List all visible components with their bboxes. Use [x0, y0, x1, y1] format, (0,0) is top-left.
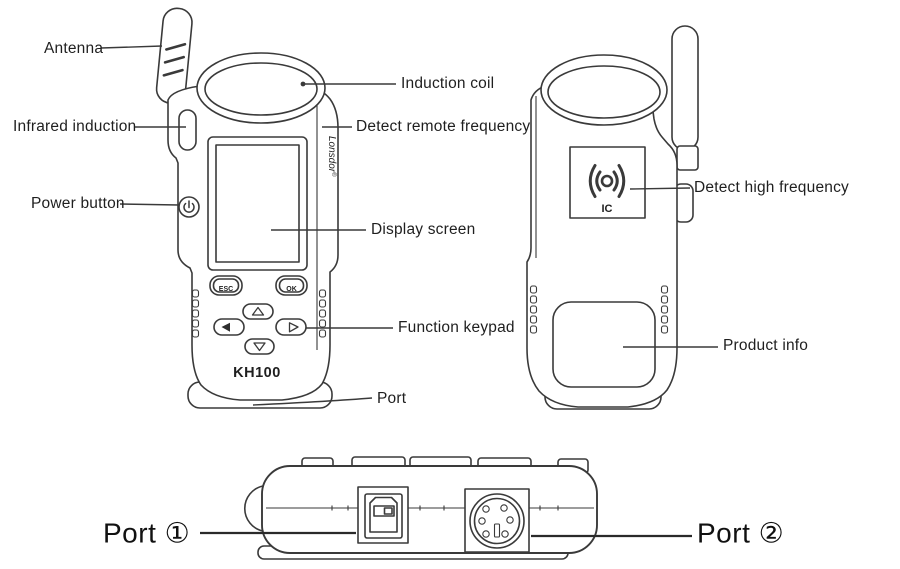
induction-coil [196, 52, 326, 124]
din-pins [478, 504, 514, 538]
label-detect-remote: Detect remote frequency [356, 118, 531, 135]
grip-ridges-left [191, 289, 200, 338]
product-info-plate [552, 301, 656, 388]
left-lens-arc [243, 485, 264, 532]
back-coil [540, 54, 668, 126]
usb-port [357, 486, 409, 544]
ic-zone: IC [569, 146, 646, 219]
front-device: ESC OK KH100 [155, 7, 339, 409]
bottom-housing [261, 465, 598, 554]
din-port [464, 488, 530, 553]
label-induction-coil: Induction coil [401, 75, 495, 92]
label-product-info: Product info [723, 337, 809, 354]
infrared-window [178, 109, 197, 151]
antenna [155, 7, 193, 104]
back-device: IC [526, 25, 699, 410]
label-display-screen: Display screen [371, 221, 476, 238]
ok-button: OK [275, 275, 308, 296]
brand-vertical: Lonsdor® [326, 136, 337, 177]
label-port-2: Port ② [697, 517, 785, 549]
arrow-left-button [213, 318, 245, 336]
label-antenna: Antenna [44, 40, 104, 57]
esc-button: ESC [209, 275, 243, 296]
label-infrared-induction: Infrared induction [13, 118, 137, 135]
label-function-keypad: Function keypad [398, 319, 515, 336]
label-port: Port [377, 390, 407, 407]
arrow-up-button [242, 303, 274, 320]
power-button [178, 196, 200, 218]
function-keypad [213, 303, 307, 355]
back-ridges-right [660, 285, 669, 334]
rf-signal-icon [588, 164, 626, 198]
grip-ridges-right [318, 289, 327, 338]
label-port-1: Port ① [103, 517, 191, 549]
bottom-view [243, 456, 598, 560]
label-detect-high: Detect high frequency [694, 179, 849, 196]
back-antenna [671, 25, 699, 171]
power-icon [183, 200, 195, 213]
seam-line [266, 505, 594, 511]
arrow-right-button [275, 318, 307, 336]
ic-label: IC [602, 203, 613, 215]
back-ridges-left [529, 285, 538, 334]
display-screen [207, 136, 308, 271]
ok-label: OK [286, 286, 297, 293]
model-name: KH100 [233, 365, 281, 381]
arrow-down-button [244, 338, 275, 355]
leader-lines [100, 45, 718, 538]
esc-label: ESC [219, 286, 233, 293]
label-power-button: Power button [31, 195, 125, 212]
